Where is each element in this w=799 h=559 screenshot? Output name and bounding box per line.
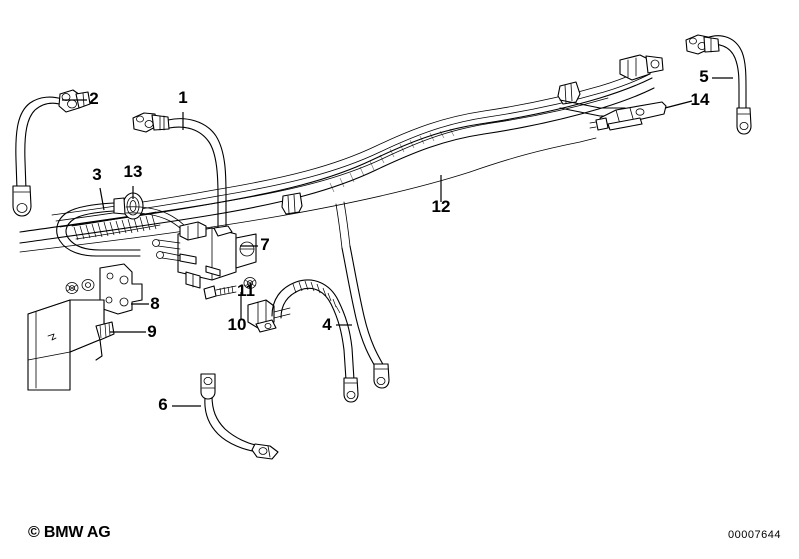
drawing-number: 00007644 <box>728 529 781 541</box>
part-protective-cover <box>27 299 115 391</box>
callout-14: 14 <box>691 90 710 109</box>
callout-6: 6 <box>158 395 167 414</box>
bracket-washers <box>65 279 95 294</box>
callout-4: 4 <box>322 315 332 334</box>
copyright-notice: © BMW AG <box>28 524 111 541</box>
callout-7: 7 <box>260 235 269 254</box>
callout-9: 9 <box>147 322 156 341</box>
callout-13: 13 <box>124 162 143 181</box>
callout-11: 11 <box>237 281 255 300</box>
part-flat-connector <box>589 101 667 131</box>
callout-8: 8 <box>150 294 159 313</box>
part-solenoid-block <box>152 221 257 289</box>
callout-leaders <box>62 77 733 407</box>
part-short-angle-cable <box>685 34 752 135</box>
part-mounting-bracket <box>65 263 143 315</box>
loop-corrugation <box>292 280 341 314</box>
harness-shading <box>329 128 455 193</box>
callout-1: 1 <box>178 88 187 107</box>
part-bolt <box>203 285 237 300</box>
part-battery-cable-ground <box>12 89 91 217</box>
callout-numbers: 1 2 3 4 5 6 7 8 9 10 11 12 13 14 <box>89 67 710 414</box>
harness-corrugation <box>71 211 161 241</box>
part-short-ground-strap <box>200 373 279 460</box>
callout-10: 10 <box>228 315 247 334</box>
harness-clip-1 <box>281 192 303 215</box>
diagram-footer: © BMW AG 00007644 <box>0 513 799 559</box>
part-starter-cable-loop <box>271 201 390 403</box>
terminal-block-small <box>247 299 291 333</box>
part-main-harness <box>19 54 664 253</box>
callout-12: 12 <box>432 197 451 216</box>
part-washer <box>243 277 257 289</box>
callout-3: 3 <box>92 165 101 184</box>
callout-2: 2 <box>89 89 98 108</box>
callout-5: 5 <box>699 67 708 86</box>
part-rubber-grommet <box>113 192 144 220</box>
solenoid-studs <box>152 239 197 265</box>
harness-clip-2 <box>557 81 581 105</box>
